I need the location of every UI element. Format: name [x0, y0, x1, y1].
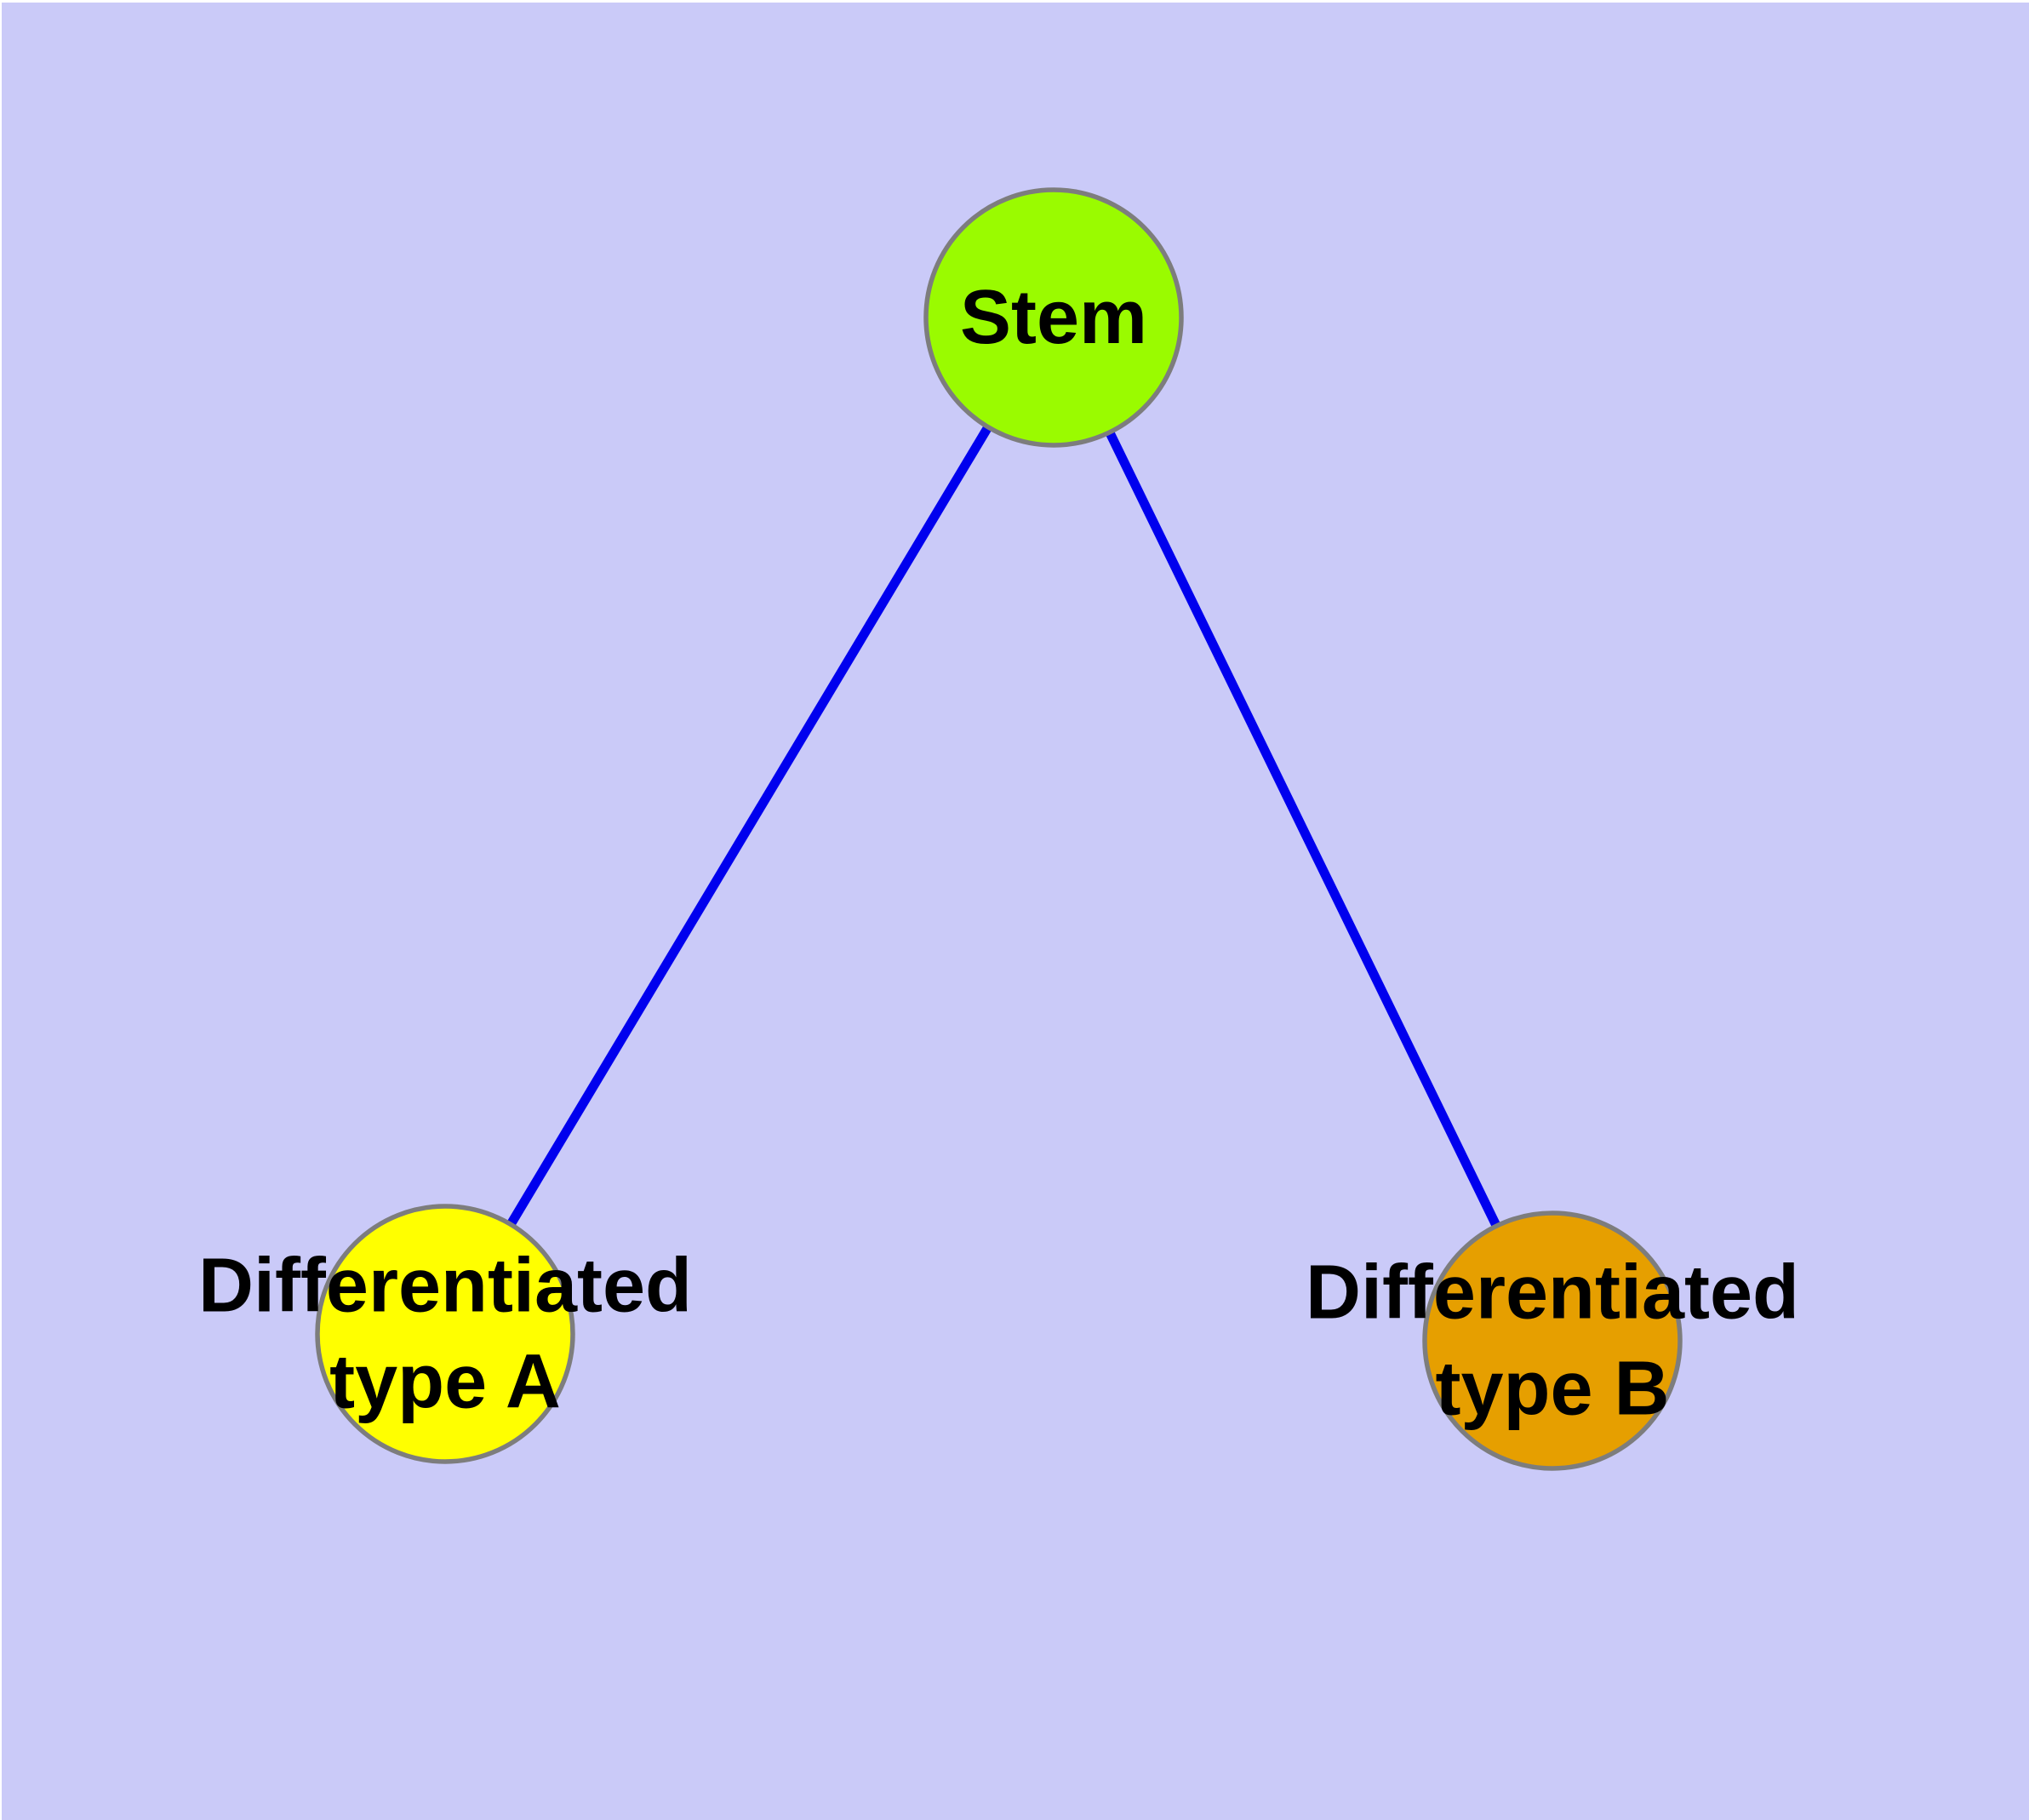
node-diff-a-label-line-2: type A — [329, 1340, 561, 1425]
node-stem — [923, 187, 1184, 448]
node-diff-b — [1422, 1210, 1683, 1471]
node-diff-a-label-line-1: Differentiated — [198, 1244, 692, 1329]
node-diff-b-label-line-2: type B — [1435, 1347, 1669, 1432]
node-stem-label-line-1: Stem — [960, 275, 1147, 360]
edge-stem-diff-a — [441, 315, 1058, 1336]
edge-stem-diff-b — [1049, 315, 1557, 1343]
node-diff-a — [315, 1204, 575, 1464]
node-diff-b-label-line-1: Differentiated — [1306, 1251, 1799, 1336]
